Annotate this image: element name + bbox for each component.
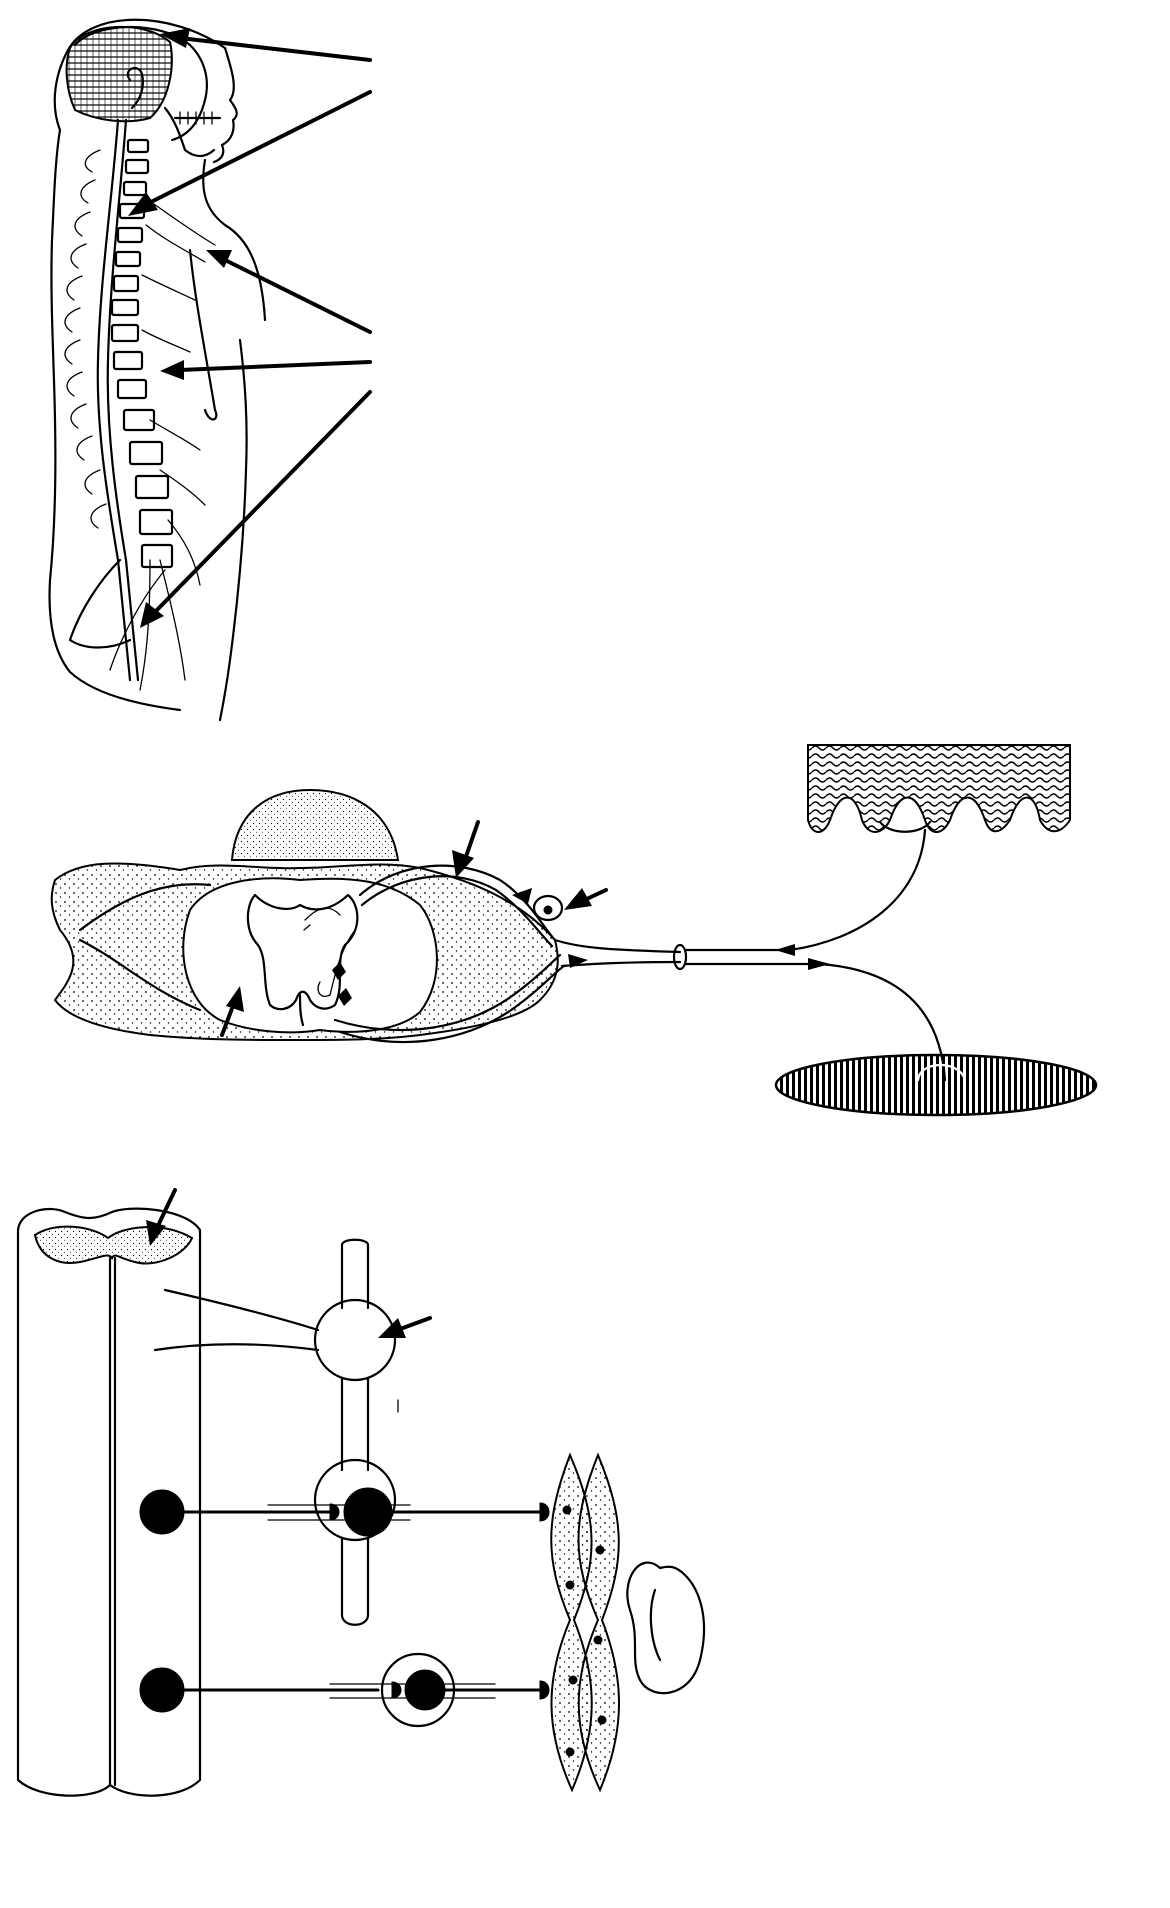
arm-outline — [188, 248, 218, 421]
ganglion-nucleus — [543, 905, 553, 915]
synapse-bulb-1 — [329, 1503, 340, 1521]
synapse-lines-1 — [267, 1504, 411, 1521]
effector-junction-1 — [539, 1502, 550, 1522]
figure-reflex-arc — [50, 744, 1098, 1117]
smooth-muscle-cells — [550, 1452, 620, 1793]
label-arrow-ganglion — [564, 888, 608, 910]
preganglionic-neuron-2 — [139, 1667, 185, 1713]
receptor-ending — [878, 820, 932, 833]
dorsal-root-inner — [360, 875, 554, 948]
dorsal-root-ganglion — [532, 894, 564, 922]
label-arrow-brain — [160, 28, 372, 62]
label-arrow-chain-ganglion — [378, 1316, 432, 1338]
motor-end-plate — [916, 1064, 967, 1082]
synapse-lines-2 — [329, 1683, 496, 1699]
sensory-nerve-to-skin — [788, 828, 927, 952]
ventral-root-inner — [338, 964, 566, 1044]
body-outline-back — [48, 18, 227, 712]
reflex-curve — [303, 907, 341, 931]
cord-cross-section — [33, 1225, 194, 1265]
target-organ — [626, 1561, 706, 1695]
vertebral-body — [230, 788, 400, 861]
ventral-root — [333, 953, 562, 1032]
skin-receptor — [807, 744, 1071, 833]
synapse-star-2 — [338, 988, 352, 1006]
central-canal — [298, 993, 305, 1027]
postganglionic-neuron-2 — [404, 1669, 446, 1711]
spinal-cord-section — [182, 877, 438, 1034]
teeth — [179, 111, 213, 125]
nerve-cut-end — [672, 943, 688, 971]
ear — [126, 66, 144, 110]
impulse-arrow-in — [512, 888, 532, 904]
label-arrow-dorsal-root — [452, 820, 480, 878]
muscle-effector — [774, 1053, 1098, 1117]
label-arrow-gray-matter — [146, 1188, 177, 1246]
face-profile — [212, 46, 238, 164]
label-arrow-cauda — [140, 390, 372, 628]
motor-nerve-to-muscle — [818, 962, 947, 1082]
interneuron-path — [317, 929, 356, 997]
sympathetic-trunk — [340, 1238, 370, 1310]
spinal-nerves — [109, 199, 216, 691]
body-outline-front — [202, 158, 267, 722]
effector-junction-2 — [539, 1680, 550, 1700]
left-nerve-root — [78, 883, 212, 1012]
vertebral-processes — [64, 149, 107, 529]
sympathetic-trunk-lower — [340, 1536, 370, 1626]
vertebral-column — [110, 138, 174, 569]
label-arrow-white-matter — [220, 986, 244, 1037]
sympathetic-trunk-mid — [340, 1376, 370, 1472]
preganglionic-neuron-1 — [139, 1489, 185, 1535]
impulse-arrow-out — [568, 954, 588, 968]
sacrum — [68, 558, 132, 649]
postganglionic-neuron-1 — [343, 1487, 393, 1537]
spinal-cord — [96, 118, 132, 682]
label-arrow-spinal-cord — [128, 90, 372, 216]
figure-autonomic-pathway — [16, 1188, 706, 1797]
impulse-arrow-sensory — [775, 944, 795, 956]
brain-region — [65, 26, 173, 123]
figure-human-nervous-system — [48, 18, 372, 722]
spinal-cord-inner — [106, 118, 140, 682]
synapse-star-1 — [332, 962, 346, 980]
target-organ-inner — [649, 1588, 662, 1662]
rami-communicantes — [153, 1288, 320, 1352]
dorsal-root — [358, 864, 557, 942]
chain-ganglion-upper — [313, 1298, 397, 1382]
chain-ganglion-lower — [313, 1458, 397, 1542]
label-arrow-vertebra — [160, 360, 372, 380]
spinal-cord-column — [16, 1207, 202, 1797]
label-arrow-nerve — [206, 250, 372, 334]
